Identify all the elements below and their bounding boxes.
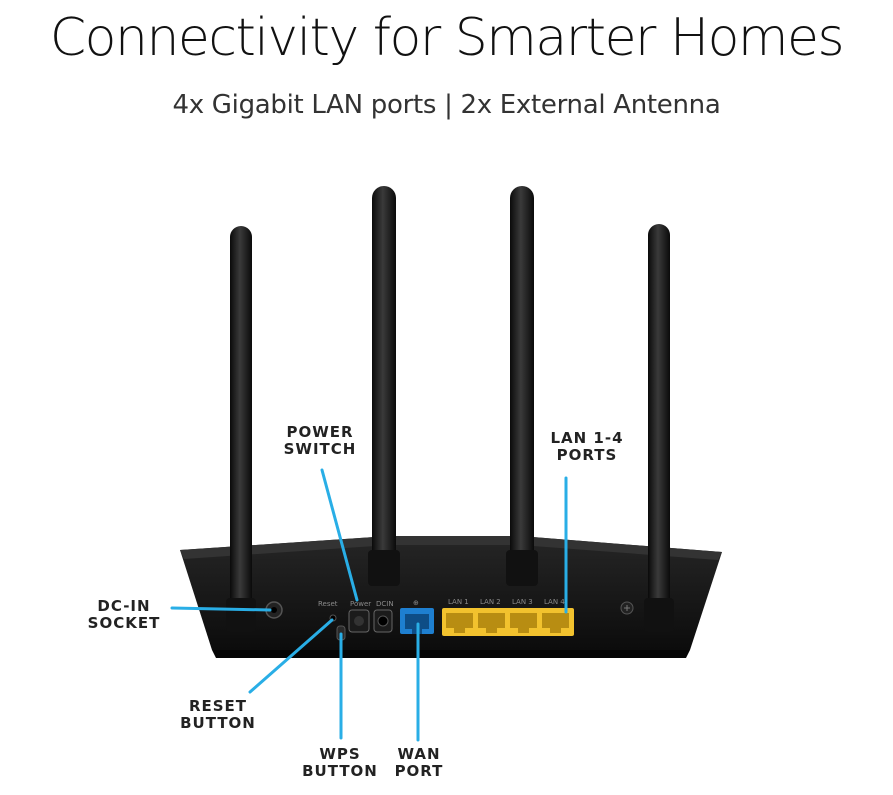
callout-line-power bbox=[320, 468, 359, 602]
router-top-edge bbox=[180, 536, 722, 560]
antenna-2 bbox=[368, 186, 400, 586]
svg-text:Power: Power bbox=[350, 600, 371, 608]
label-wan: WAN PORT bbox=[394, 745, 444, 780]
router-body bbox=[180, 536, 722, 650]
label-lan-ports: LAN 1-4 PORTS bbox=[550, 429, 624, 464]
label-power-switch: POWER SWITCH bbox=[283, 423, 357, 458]
page-title: Connectivity for Smarter Homes bbox=[49, 8, 845, 68]
antenna-1 bbox=[226, 226, 256, 632]
page-subtitle: 4x Gigabit LAN ports | 2x External Anten… bbox=[172, 90, 721, 120]
router-bottom-edge bbox=[212, 650, 690, 658]
lan-ports bbox=[442, 608, 574, 636]
callout-line-dcin bbox=[170, 606, 272, 612]
svg-text:⊕: ⊕ bbox=[413, 599, 419, 607]
label-reset: RESET BUTTON bbox=[180, 697, 256, 732]
svg-text:LAN 4: LAN 4 bbox=[544, 598, 565, 606]
callout-line-reset bbox=[248, 618, 334, 694]
svg-text:LAN 2: LAN 2 bbox=[480, 598, 501, 606]
antenna-4 bbox=[644, 224, 674, 632]
svg-text:DCIN: DCIN bbox=[376, 600, 394, 608]
svg-text:Reset: Reset bbox=[318, 600, 338, 608]
svg-text:LAN 1: LAN 1 bbox=[448, 598, 469, 606]
label-wps: WPS BUTTON bbox=[302, 745, 378, 780]
antenna-3 bbox=[506, 186, 538, 586]
svg-text:LAN 3: LAN 3 bbox=[512, 598, 533, 606]
label-dc-in: DC-IN SOCKET bbox=[87, 597, 161, 632]
